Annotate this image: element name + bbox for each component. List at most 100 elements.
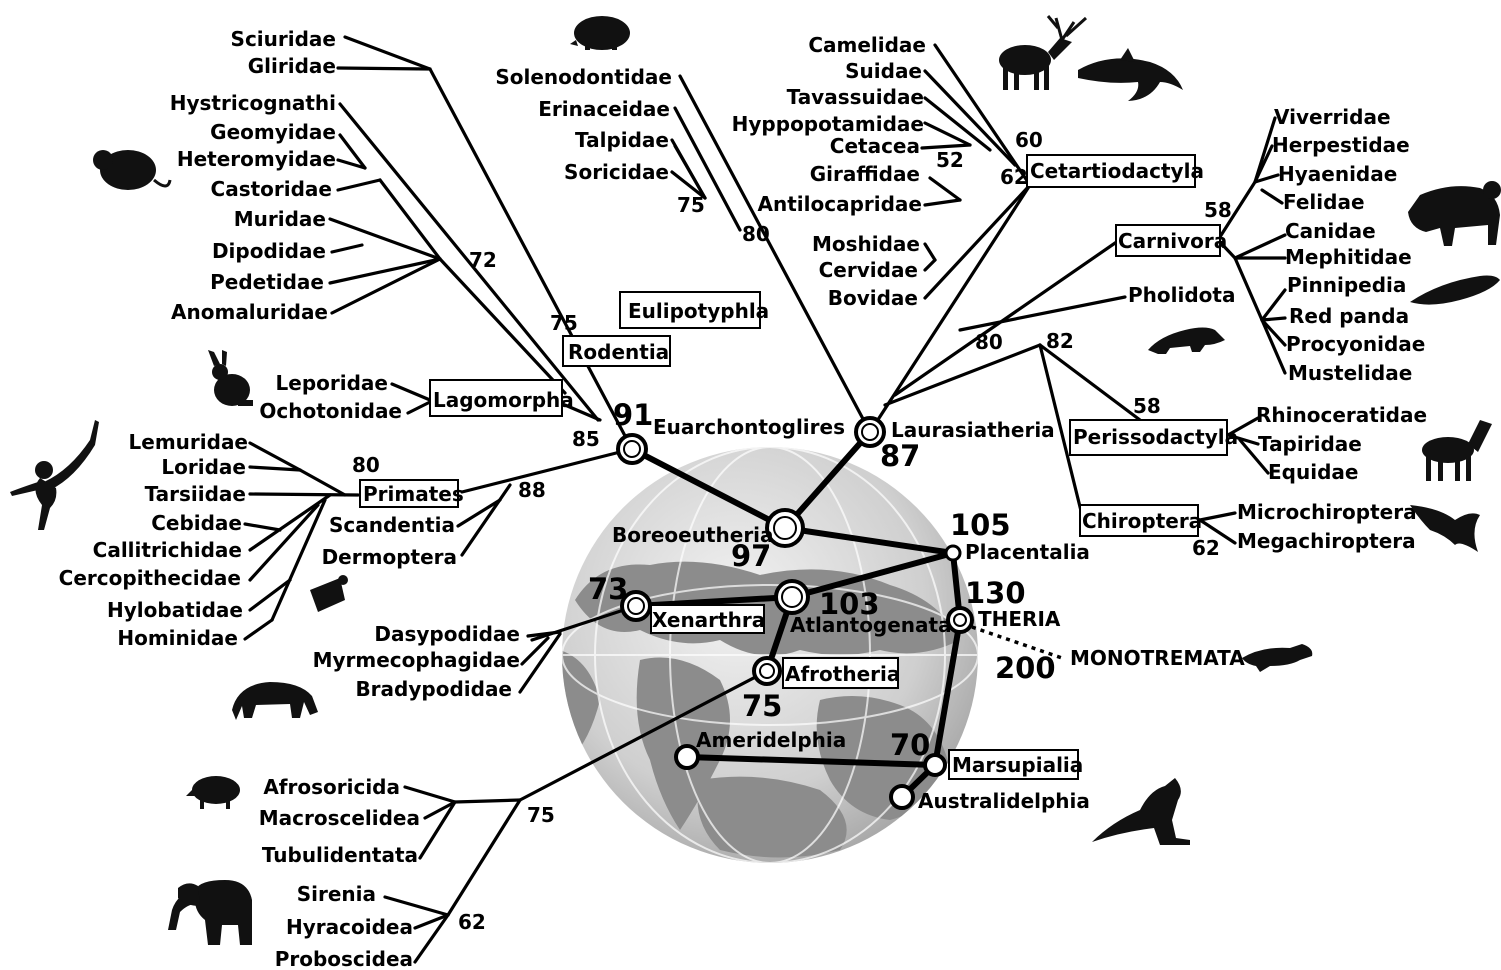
node-ameridelphia: [674, 744, 700, 770]
taxon-label: Erinaceidae: [538, 97, 670, 121]
globe-icon: [562, 447, 978, 863]
monkey-icon: [10, 420, 99, 530]
age-label: 82: [1046, 329, 1074, 353]
age-boreoeutheria: 97: [731, 539, 771, 573]
age-label: 75: [677, 193, 705, 217]
platypus-icon: [1242, 644, 1313, 672]
age-label: 80: [742, 222, 770, 246]
taxon-label: Soricidae: [564, 160, 669, 184]
taxon-label: Bradypodidae: [355, 677, 512, 701]
node-euarchontoglires: [616, 433, 648, 465]
anteater-icon: [232, 682, 318, 720]
backbone: [629, 429, 1063, 800]
node-marsupialia: [923, 753, 947, 777]
taxon-label: Felidae: [1283, 190, 1365, 214]
raccoon-icon: [1148, 327, 1225, 354]
taxon-label: Lemuridae: [129, 430, 248, 454]
taxon-label: Geomyidae: [210, 120, 336, 144]
node-atlantogenata: [774, 579, 810, 615]
taxon-label: Myrmecophagidae: [313, 648, 520, 672]
taxon-label: Mephitidae: [1285, 245, 1412, 269]
taxon-label: Solenodontidae: [495, 65, 672, 89]
taxon-label: Tavassuidae: [787, 85, 924, 109]
age-theria: 130: [965, 576, 1026, 610]
age-label: 75: [527, 803, 555, 827]
cougar-icon: [1408, 181, 1501, 246]
age-label: 62: [1000, 165, 1028, 189]
clade-eulipotyphla: Eulipotyphla: [628, 299, 769, 323]
taxon-label: Dasypodidae: [374, 622, 520, 646]
clade-afrotheria: Afrotheria: [785, 662, 900, 686]
age-atlantogenata: 103: [819, 587, 880, 621]
taxon-label: Callitrichidae: [93, 538, 242, 562]
taxon-label: Hyracoidea: [286, 915, 413, 939]
hare-icon: [208, 350, 253, 406]
taxon-label: Hyaenidae: [1278, 162, 1397, 186]
node-label-placentalia: Placentalia: [965, 540, 1090, 564]
bat-icon: [1410, 505, 1480, 552]
taxon-label: Hyppopotamidae: [732, 112, 924, 136]
node-label-boreoeutheria: Boreoeutheria: [612, 523, 774, 547]
age-laurasiatheria: 87: [880, 439, 920, 473]
taxon-label: Proboscidea: [275, 947, 413, 970]
taxon-label: Suidae: [845, 59, 922, 83]
clade-rodentia: Rodentia: [568, 340, 669, 364]
age-label: 85: [572, 427, 600, 451]
age-marsupialia: 70: [890, 728, 930, 762]
clade-cetartiodactyla: Cetartiodactyla: [1030, 159, 1204, 183]
taxon-label: Microchiroptera: [1237, 500, 1417, 524]
taxon-label: Afrosoricida: [263, 775, 400, 799]
node-placentalia: [944, 544, 962, 562]
node-label-monotremata: MONOTREMATA: [1070, 646, 1245, 670]
age-label: 52: [936, 148, 964, 172]
taxon-label: Cebidae: [151, 511, 242, 535]
clade-primates: Primates: [363, 482, 464, 506]
taxon-label: Dipodidae: [212, 239, 326, 263]
node-label-atlantogenata: Atlantogenata: [790, 613, 952, 637]
hedgehog-icon: [570, 16, 630, 50]
taxon-label: Viverridae: [1274, 105, 1391, 129]
taxon-label: Sirenia: [297, 882, 376, 906]
age-label: 58: [1133, 394, 1161, 418]
age-label: 80: [975, 330, 1003, 354]
taxon-label: Scandentia: [329, 513, 455, 537]
node-ages: 91 87 97 105 103 73 75 130 200 70: [588, 398, 1056, 762]
taxon-label: Gliridae: [248, 54, 336, 78]
deer-icon: [999, 15, 1088, 90]
age-label: 75: [550, 311, 578, 335]
taxon-label: Rhinoceratidae: [1256, 403, 1427, 427]
clade-chiroptera: Chiroptera: [1082, 509, 1202, 533]
node-label-australidelphia: Australidelphia: [918, 789, 1090, 813]
taxon-label: Giraffidae: [810, 162, 920, 186]
age-label: 62: [458, 910, 486, 934]
age-monotremata: 200: [995, 651, 1056, 685]
taxon-label: Heteromyidae: [177, 147, 336, 171]
taxon-label: Hominidae: [117, 626, 238, 650]
node-label-laurasiatheria: Laurasiatheria: [891, 418, 1055, 442]
taxon-label: Herpestidae: [1272, 133, 1410, 157]
colugo-icon: [310, 575, 348, 612]
taxon-label: Mustelidae: [1288, 361, 1412, 385]
age-xenarthra: 73: [588, 572, 628, 606]
horse-icon: [1422, 420, 1492, 481]
elephant-icon: [168, 880, 252, 945]
taxon-label: Sciuridae: [231, 27, 336, 51]
taxon-label: Castoridae: [211, 177, 332, 201]
clade-perissodactyla: Perissodactyla: [1073, 425, 1238, 449]
taxon-label: Loridae: [161, 455, 246, 479]
clade-marsupialia: Marsupialia: [952, 753, 1083, 777]
taxon-label: Tapiridae: [1258, 432, 1362, 456]
taxon-label: Pinnipedia: [1287, 273, 1406, 297]
seal-icon: [1410, 275, 1500, 305]
node-laurasiatheria: [854, 416, 886, 448]
node-theria: [946, 606, 974, 634]
taxon-label: Macroscelidea: [259, 806, 420, 830]
node-label-pholidota: Pholidota: [1128, 283, 1235, 307]
taxon-label: Moshidae: [812, 232, 920, 256]
age-euarchontoglires: 91: [613, 398, 653, 432]
node-names: Euarchontoglires Laurasiatheria Boreoeut…: [612, 283, 1245, 813]
age-placentalia: 105: [950, 508, 1011, 542]
taxon-label: Talpidae: [575, 128, 669, 152]
taxon-label: Bovidae: [828, 286, 918, 310]
